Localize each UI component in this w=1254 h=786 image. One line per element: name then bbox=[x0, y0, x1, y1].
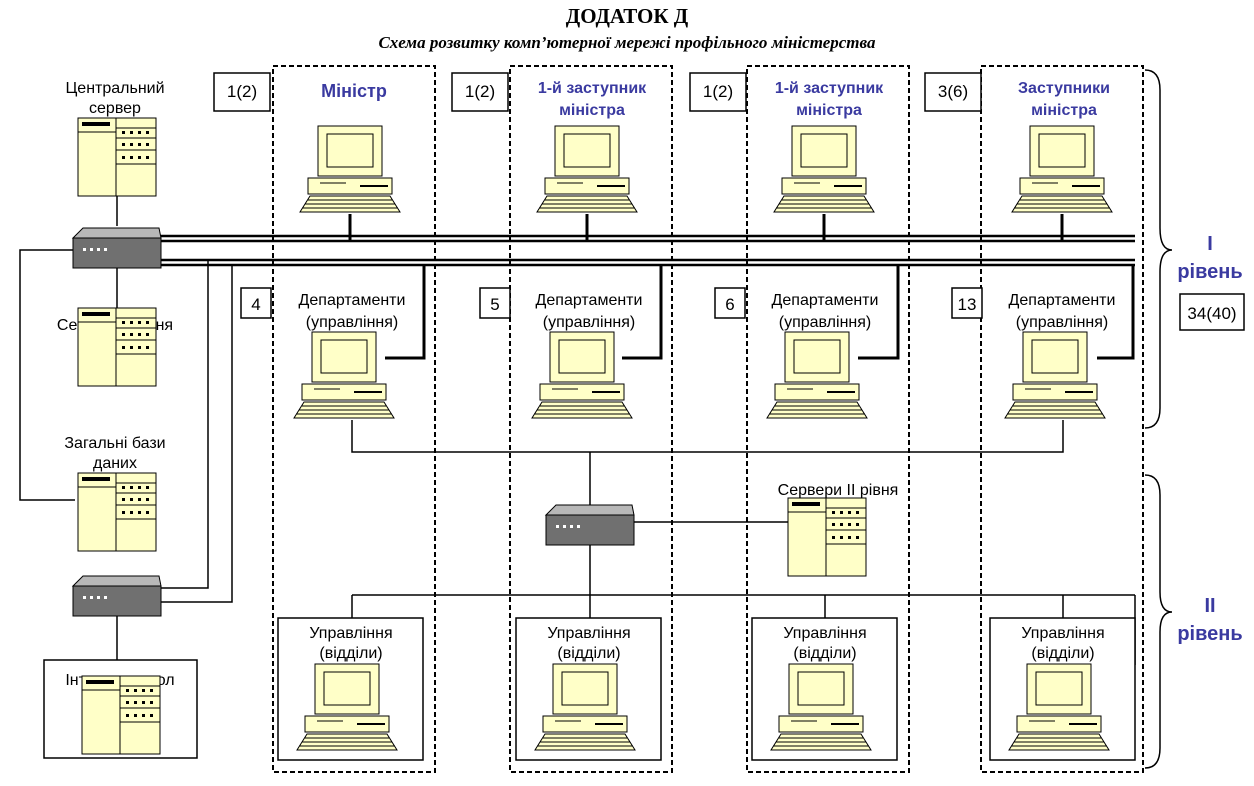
column-frame-4 bbox=[980, 65, 1144, 773]
dept-label-1-line1: Департаменти bbox=[299, 292, 406, 309]
level1-label-numeral: I bbox=[1207, 233, 1213, 255]
level2-label-word: рівень bbox=[1177, 623, 1242, 645]
head-computer-icon-2 bbox=[536, 125, 638, 213]
dept-count-3: 6 bbox=[725, 295, 734, 314]
unit-label-3-line2: (відділи) bbox=[793, 645, 856, 662]
unit-label-1-line1: Управління bbox=[309, 625, 392, 642]
level1-label-word: рівень bbox=[1177, 261, 1242, 283]
dept-computer-icon-3 bbox=[766, 331, 868, 419]
dept-count-1: 4 bbox=[251, 295, 260, 314]
main-switch-icon bbox=[72, 227, 162, 269]
head-title-1-line1: Міністр bbox=[321, 81, 387, 101]
total-count: 34(40) bbox=[1187, 304, 1236, 323]
level2-bracket bbox=[1144, 474, 1173, 769]
head-title-3-line2: міністра bbox=[796, 102, 862, 119]
databases-server-icon bbox=[77, 472, 157, 552]
level2-upper-bus bbox=[351, 420, 1064, 453]
unit-label-4-line1: Управління bbox=[1021, 625, 1104, 642]
total-count-box bbox=[1179, 293, 1245, 331]
head-title-3-line1: 1-й заступник bbox=[775, 80, 884, 97]
column-frame-1 bbox=[272, 65, 436, 773]
head-title-4-line1: Заступники bbox=[1018, 80, 1110, 97]
level2-servers-icon bbox=[787, 497, 867, 577]
head-count-4: 3(6) bbox=[938, 82, 968, 101]
head-count-box-4 bbox=[924, 72, 982, 112]
head-computer-icon-1 bbox=[299, 125, 401, 213]
dept-label-3-line1: Департаменти bbox=[772, 292, 879, 309]
head-computer-icon-4 bbox=[1011, 125, 1113, 213]
unit-label-3-line1: Управління bbox=[783, 625, 866, 642]
dept-link-4 bbox=[1097, 265, 1135, 360]
internet-hub-to-backbone-line-b bbox=[160, 265, 233, 603]
unit-label-1-line2: (відділи) bbox=[319, 645, 382, 662]
central-server-label-1: Центральний bbox=[65, 80, 164, 97]
dept-count-box-1 bbox=[240, 287, 272, 319]
dept-label-4-line1: Департаменти bbox=[1009, 292, 1116, 309]
dept-label-2-line1: Департаменти bbox=[536, 292, 643, 309]
head-title-2-line2: міністра bbox=[559, 102, 625, 119]
head-count-box-3 bbox=[689, 72, 747, 112]
level1-servers-icon bbox=[77, 307, 157, 387]
servers-level2-label: Сервери II рівня bbox=[778, 482, 899, 499]
dept-link-3 bbox=[858, 265, 900, 360]
unit-label-2-line2: (відділи) bbox=[557, 645, 620, 662]
unit-label-2-line1: Управління bbox=[547, 625, 630, 642]
head-count-2: 1(2) bbox=[465, 82, 495, 101]
central-server-icon bbox=[77, 117, 157, 197]
dept-link-2 bbox=[622, 265, 663, 360]
dept-count-4: 13 bbox=[958, 295, 977, 314]
dept-computer-icon-2 bbox=[531, 331, 633, 419]
head-count-1: 1(2) bbox=[227, 82, 257, 101]
dept-computer-icon-1 bbox=[293, 331, 395, 419]
column-frame-2 bbox=[509, 65, 673, 773]
dept-label-2-line2: (управління) bbox=[543, 314, 635, 331]
page-subtitle: Схема розвитку комп’ютерної мережі профі… bbox=[378, 33, 876, 52]
dept-link-1 bbox=[385, 265, 426, 360]
internet-node-server-icon bbox=[81, 675, 161, 755]
internet-switch-icon bbox=[72, 575, 162, 617]
page-title: ДОДАТОК Д bbox=[566, 4, 689, 28]
dept-count-2: 5 bbox=[490, 295, 499, 314]
level2-label-numeral: II bbox=[1204, 595, 1215, 617]
hub-to-databases-line bbox=[19, 249, 75, 501]
head-count-box-1 bbox=[213, 72, 271, 112]
dept-label-4-line2: (управління) bbox=[1016, 314, 1108, 331]
dept-count-box-3 bbox=[714, 287, 746, 319]
dept-label-3-line2: (управління) bbox=[779, 314, 871, 331]
dept-count-box-2 bbox=[479, 287, 511, 319]
dept-label-1-line2: (управління) bbox=[306, 314, 398, 331]
column-frame-3 bbox=[746, 65, 910, 773]
databases-label-1: Загальні бази bbox=[64, 435, 165, 452]
databases-label-2: даних bbox=[93, 455, 137, 472]
head-count-3: 1(2) bbox=[703, 82, 733, 101]
head-title-2-line1: 1-й заступник bbox=[538, 80, 647, 97]
head-count-box-2 bbox=[451, 72, 509, 112]
level2-switch-icon bbox=[545, 504, 635, 546]
head-computer-icon-3 bbox=[773, 125, 875, 213]
dept-count-box-4 bbox=[951, 287, 983, 319]
head-title-4-line2: міністра bbox=[1031, 102, 1097, 119]
central-server-label-2: сервер bbox=[89, 100, 141, 117]
level1-bracket bbox=[1144, 69, 1173, 429]
dept-computer-icon-4 bbox=[1004, 331, 1106, 419]
unit-label-4-line2: (відділи) bbox=[1031, 645, 1094, 662]
internet-hub-to-backbone-line-a bbox=[160, 260, 209, 589]
